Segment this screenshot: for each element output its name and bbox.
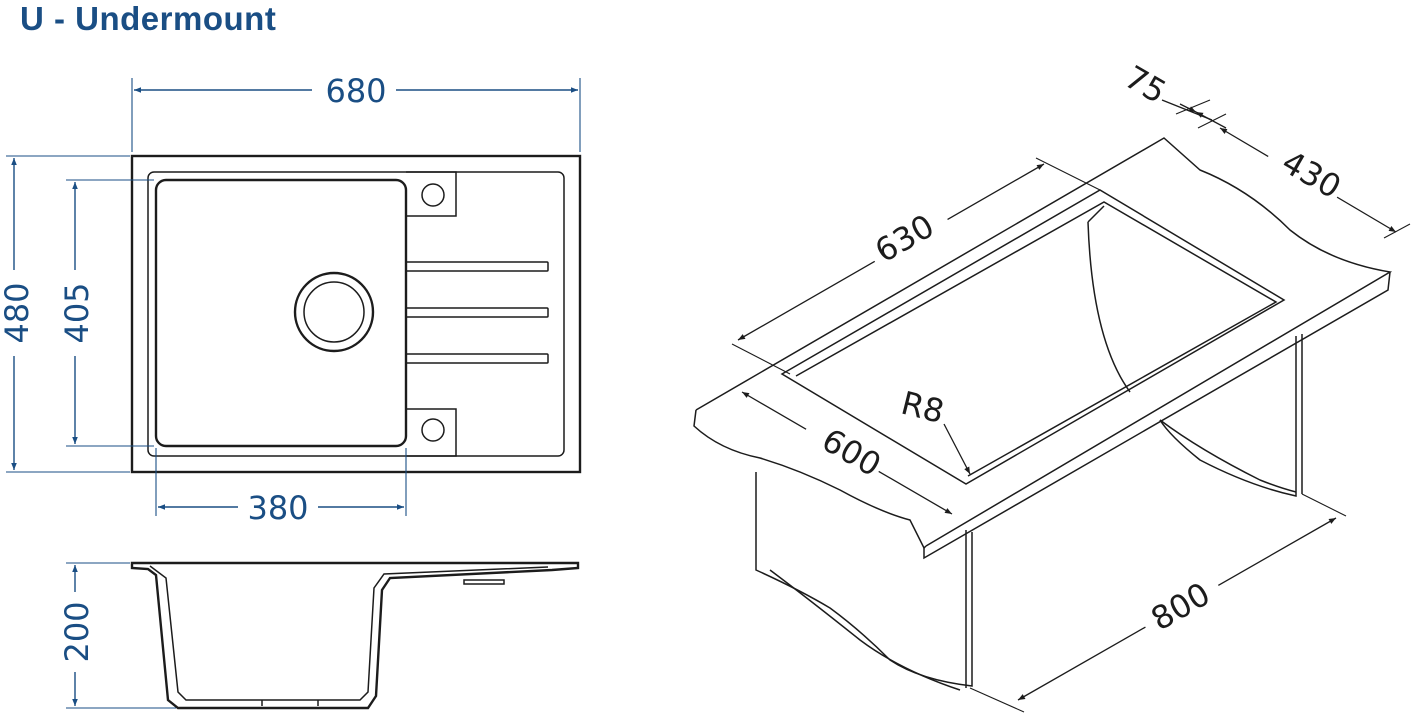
iso-view: 75 430 630 600 R8 800 xyxy=(693,58,1411,713)
dim-iso-75: 75 xyxy=(1118,58,1172,111)
dim-line-r8 xyxy=(943,423,971,475)
drainer-rib-2 xyxy=(405,307,549,318)
iso-bowl-inner xyxy=(1087,205,1131,393)
dim-bowl-depth: 405 xyxy=(58,282,96,343)
dim-overall-width: 680 xyxy=(325,72,386,110)
tap-hole-bottom xyxy=(421,418,445,442)
top-view: 680 480 405 380 xyxy=(0,72,582,527)
tap-hole-pad-bottom xyxy=(406,408,457,457)
drain-outer xyxy=(293,271,375,353)
cabinet-right xyxy=(1159,336,1297,497)
side-profile-inner xyxy=(149,565,549,701)
sink-outline xyxy=(130,154,582,474)
dim-height: 200 xyxy=(58,601,96,662)
sink-inner-rim xyxy=(147,171,565,457)
drainer-rib-3 xyxy=(405,353,549,364)
dim-iso-r8: R8 xyxy=(897,384,948,431)
side-view: 200 xyxy=(58,561,580,710)
countertop-top xyxy=(695,137,1393,547)
drainer-rib-1 xyxy=(405,261,549,272)
side-profile-outer xyxy=(130,561,580,710)
countertop-right-edge xyxy=(923,271,1391,560)
dim-overall-depth: 480 xyxy=(0,282,36,343)
page-title: U - Undermount xyxy=(20,0,277,37)
tap-hole-top xyxy=(421,183,445,207)
dim-bowl-width: 380 xyxy=(247,489,308,527)
drain-inner xyxy=(303,281,365,343)
bowl-outline xyxy=(154,178,408,448)
dim-line-75 xyxy=(1179,103,1197,113)
cabinet-hatch xyxy=(769,419,1297,691)
tap-hole-pad-top xyxy=(406,171,457,217)
side-drain-detail xyxy=(261,579,505,706)
cabinet-left xyxy=(755,472,973,687)
